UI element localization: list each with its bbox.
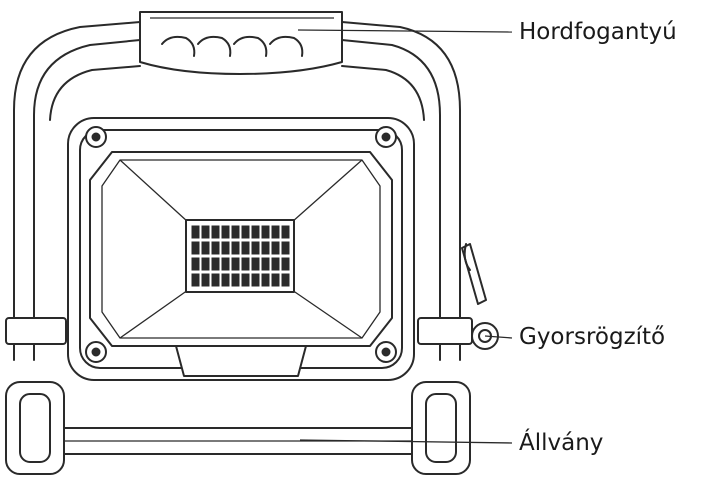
led-chip xyxy=(211,225,220,239)
led-chip xyxy=(281,273,290,287)
led-chip xyxy=(221,257,230,271)
led-chip xyxy=(201,273,210,287)
led-chip xyxy=(271,273,280,287)
led-chip xyxy=(191,241,200,255)
led-chip xyxy=(231,273,240,287)
led-chip xyxy=(201,257,210,271)
led-chip xyxy=(271,241,280,255)
led-chip xyxy=(231,241,240,255)
label-stand: Állvány xyxy=(519,430,604,456)
led-chip xyxy=(221,241,230,255)
led-chip xyxy=(251,273,260,287)
led-chip xyxy=(271,257,280,271)
led-chip xyxy=(241,273,250,287)
led-chip xyxy=(241,241,250,255)
carry-handle xyxy=(139,11,343,75)
led-panel xyxy=(185,219,295,293)
led-chip xyxy=(211,257,220,271)
led-chip xyxy=(241,225,250,239)
led-chip xyxy=(261,257,270,271)
led-chip xyxy=(191,225,200,239)
side-brackets xyxy=(5,317,473,345)
led-chip xyxy=(281,225,290,239)
label-handle: Hordfogantyú xyxy=(519,19,677,45)
wheels xyxy=(5,381,471,475)
led-chip xyxy=(261,273,270,287)
leader-lines xyxy=(297,29,513,444)
led-chip xyxy=(271,225,280,239)
led-chip xyxy=(261,225,270,239)
led-chip xyxy=(211,273,220,287)
led-chip xyxy=(261,241,270,255)
led-chip xyxy=(221,225,230,239)
led-chip xyxy=(201,225,210,239)
led-chip xyxy=(281,257,290,271)
led-chip xyxy=(191,273,200,287)
led-chip xyxy=(221,273,230,287)
led-chip xyxy=(251,225,260,239)
housing-screws xyxy=(85,126,397,363)
led-chip xyxy=(251,241,260,255)
led-chip xyxy=(211,241,220,255)
led-chip xyxy=(191,257,200,271)
led-chip xyxy=(241,257,250,271)
led-chip xyxy=(201,241,210,255)
led-chip xyxy=(251,257,260,271)
label-quick-clamp: Gyorsrögzítő xyxy=(519,324,666,350)
led-chip xyxy=(231,257,240,271)
frame-tube xyxy=(13,21,461,361)
led-chip xyxy=(231,225,240,239)
led-chip xyxy=(281,241,290,255)
